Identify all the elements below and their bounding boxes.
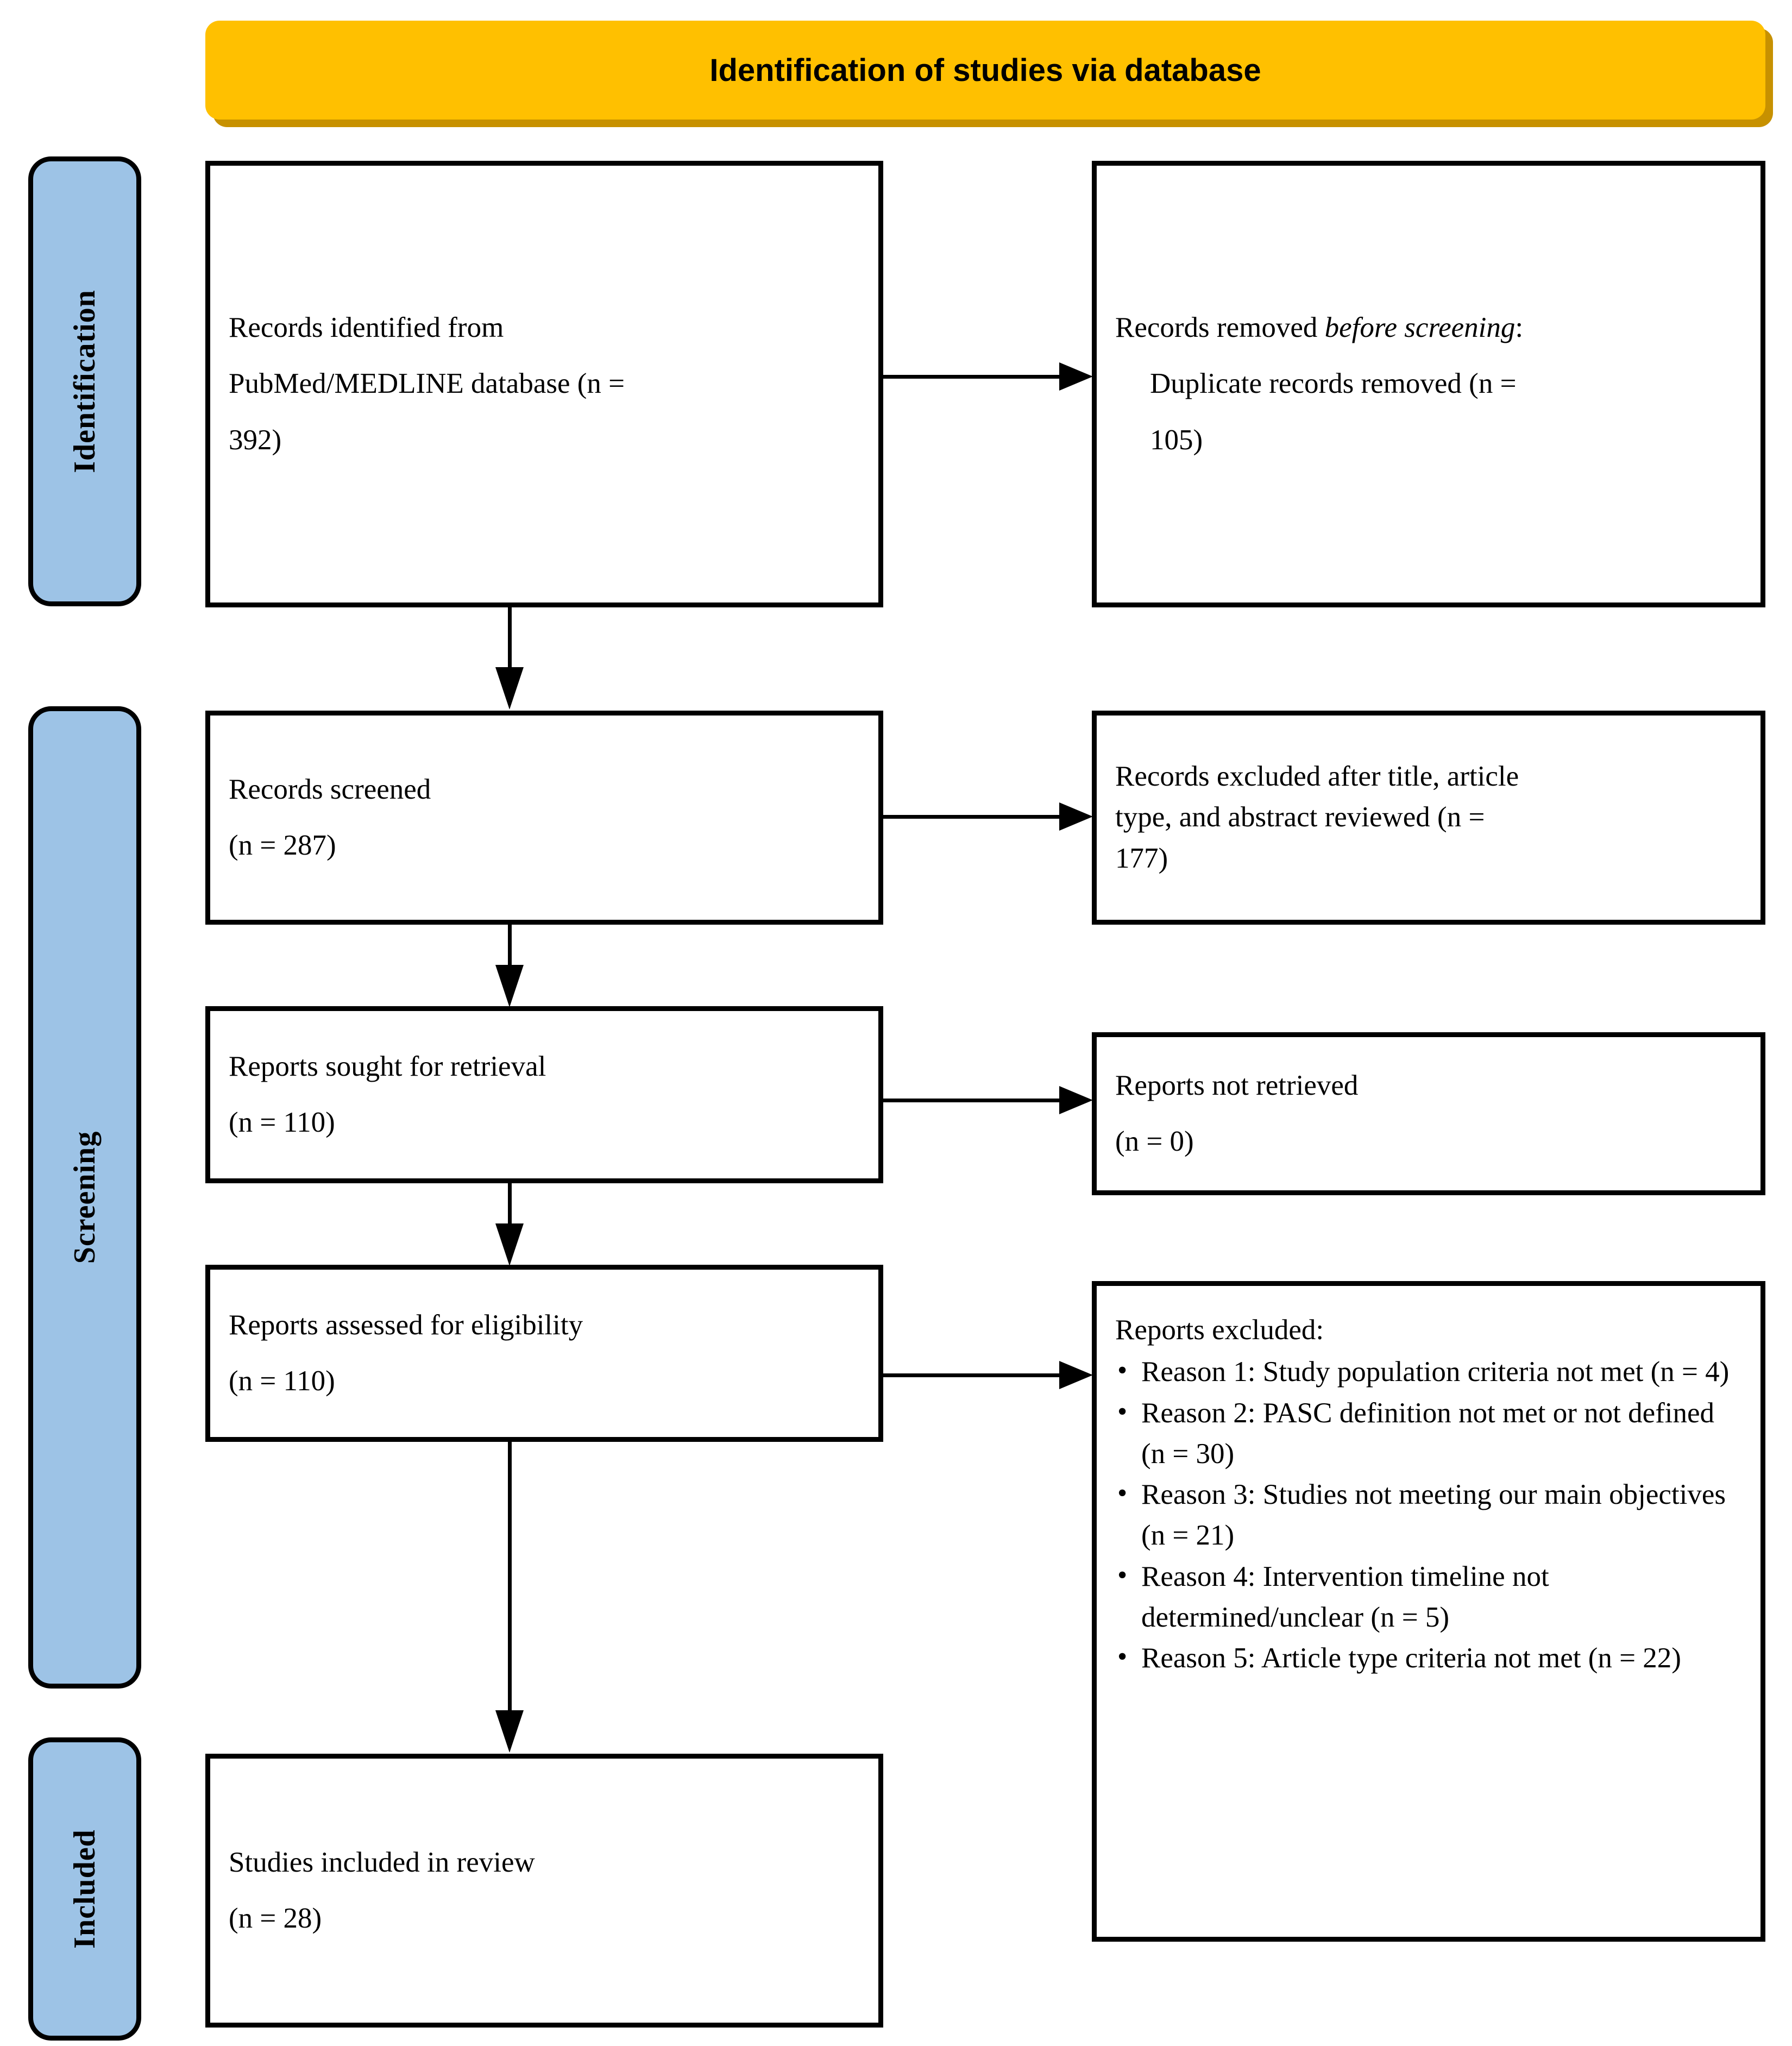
stage-label-identification: Identification — [68, 290, 102, 473]
stage-label-included: Included — [68, 1829, 102, 1949]
box-records-removed-before-screening: Records removed before screening: Duplic… — [1092, 161, 1765, 607]
arrowhead-sought-to-assessed — [495, 1223, 524, 1266]
records-removed-line1: Records removed before screening: — [1115, 300, 1742, 356]
records-removed-line3: 105) — [1150, 424, 1203, 456]
records-screened-line1: Records screened — [229, 773, 431, 805]
reports-excluded-list: Reason 1: Study population criteria not … — [1115, 1351, 1742, 1679]
list-item: Reason 5: Article type criteria not met … — [1115, 1637, 1742, 1679]
box-records-identified: Records identified from PubMed/MEDLINE d… — [205, 161, 883, 607]
reports-assessed-line2: (n = 110) — [229, 1365, 335, 1397]
connector-sought-to-assessed — [508, 1183, 512, 1231]
reports-excluded-heading: Reports excluded: — [1115, 1314, 1324, 1346]
box-reports-not-retrieved: Reports not retrieved (n = 0) — [1092, 1032, 1765, 1195]
arrowhead-identified-to-screened — [495, 667, 524, 710]
arrowhead-assessed-to-included — [495, 1710, 524, 1753]
diagram-title-banner: Identification of studies via database — [205, 21, 1765, 120]
list-item: Reason 1: Study population criteria not … — [1115, 1351, 1742, 1392]
diagram-title: Identification of studies via database — [709, 52, 1261, 88]
arrowhead-screened-to-sought — [495, 965, 524, 1007]
records-removed-line1-post: : — [1515, 311, 1524, 343]
reports-not-retrieved-line2: (n = 0) — [1115, 1126, 1194, 1157]
list-item: Reason 4: Intervention timeline not dete… — [1115, 1555, 1742, 1639]
list-item: Reason 2: PASC definition not met or not… — [1115, 1392, 1742, 1475]
reports-sought-line2: (n = 110) — [229, 1107, 335, 1138]
box-records-screened: Records screened (n = 287) — [205, 711, 883, 925]
records-screened-line2: (n = 287) — [229, 830, 336, 861]
connector-screened-to-sought — [508, 925, 512, 971]
box-reports-sought: Reports sought for retrieval (n = 110) — [205, 1006, 883, 1183]
connector-identified-to-screened — [508, 607, 512, 674]
records-excluded-line3: 177) — [1115, 842, 1168, 874]
arrowhead-screened-to-excluded — [1059, 802, 1093, 831]
box-reports-excluded: Reports excluded: Reason 1: Study popula… — [1092, 1281, 1765, 1942]
connector-identified-to-removed — [883, 375, 1062, 379]
stage-label-screening: Screening — [68, 1131, 102, 1264]
arrowhead-identified-to-removed — [1059, 362, 1093, 391]
box-studies-included: Studies included in review (n = 28) — [205, 1754, 883, 2028]
stage-pill-included: Included — [28, 1737, 141, 2041]
records-excluded-line1: Records excluded after title, article — [1115, 761, 1519, 793]
box-reports-assessed: Reports assessed for eligibility (n = 11… — [205, 1265, 883, 1442]
stage-pill-screening: Screening — [28, 706, 141, 1689]
records-removed-line1-emphasis: before screening — [1324, 311, 1516, 343]
records-identified-line3: 392) — [229, 424, 282, 456]
arrowhead-assessed-to-excluded — [1059, 1361, 1093, 1389]
records-removed-line2: Duplicate records removed (n = — [1150, 368, 1517, 400]
studies-included-line1: Studies included in review — [229, 1846, 535, 1878]
records-excluded-line2: type, and abstract reviewed (n = — [1115, 801, 1485, 833]
arrowhead-sought-to-not-retrieved — [1059, 1086, 1093, 1114]
connector-sought-to-not-retrieved — [883, 1099, 1062, 1102]
records-removed-line1-pre: Records removed — [1115, 311, 1325, 343]
studies-included-line2: (n = 28) — [229, 1903, 322, 1934]
connector-screened-to-excluded — [883, 815, 1062, 819]
stage-pill-identification: Identification — [28, 156, 141, 606]
records-identified-line1: Records identified from — [229, 311, 504, 343]
records-identified-line2: PubMed/MEDLINE database (n = — [229, 368, 625, 400]
reports-assessed-line1: Reports assessed for eligibility — [229, 1309, 583, 1341]
list-item: Reason 3: Studies not meeting our main o… — [1115, 1473, 1742, 1557]
connector-assessed-to-excluded — [883, 1373, 1062, 1377]
connector-assessed-to-included — [508, 1442, 512, 1719]
reports-not-retrieved-line1: Reports not retrieved — [1115, 1069, 1359, 1101]
box-records-excluded: Records excluded after title, article ty… — [1092, 711, 1765, 925]
reports-sought-line1: Reports sought for retrieval — [229, 1050, 546, 1082]
